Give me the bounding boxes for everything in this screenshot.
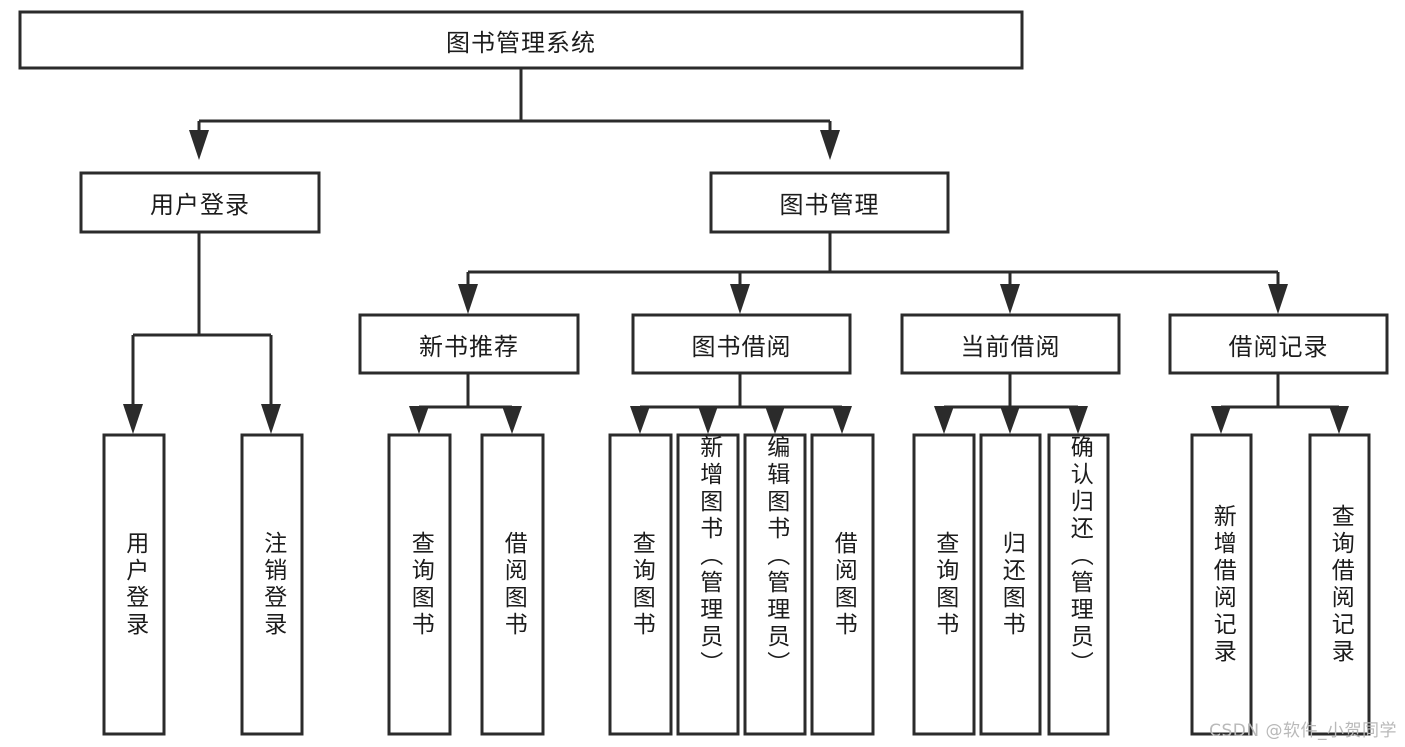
node-box-root[interactable] [18,10,1024,70]
node-box-leaf-add-record[interactable] [1190,433,1253,736]
arrowhead-leaf-confirm-return [1068,406,1088,434]
arrowhead-leaf-edit-book [765,406,785,434]
node-box-book-borrow[interactable] [631,313,852,375]
csdn-watermark: CSDN @软件_小贺同学 [1209,721,1397,741]
connector-group-book-management [458,232,1288,314]
connector-group-borrow-record [1211,373,1349,434]
node-box-book-management[interactable] [709,171,950,234]
arrowhead-borrow-record [1268,284,1288,314]
node-box-leaf-add-book[interactable] [676,433,740,736]
node-box-leaf-borrow-book-2[interactable] [810,433,875,736]
arrowhead-leaf-query-record [1329,406,1349,434]
arrowhead-current-borrow [1000,284,1020,314]
arrowhead-leaf-logout-login [261,404,281,434]
connector-group-book-borrow [630,373,852,434]
arrowhead-root-to-book-management [820,130,840,160]
arrowhead-new-book-recommend [458,284,478,314]
arrowhead-leaf-query-book-3 [934,406,954,434]
node-box-leaf-logout-login[interactable] [240,433,304,736]
node-box-leaf-borrow-book-1[interactable] [480,433,545,736]
node-box-borrow-record[interactable] [1168,313,1389,375]
node-box-user-login[interactable] [79,171,321,234]
connector-group-user-login [123,232,281,434]
node-box-leaf-query-book-2[interactable] [608,433,673,736]
node-box-leaf-query-book-1[interactable] [387,433,452,736]
node-box-current-borrow[interactable] [900,313,1121,375]
arrowhead-leaf-return-book [1000,406,1020,434]
node-box-leaf-return-book[interactable] [979,433,1042,736]
node-box-leaf-query-record[interactable] [1308,433,1371,736]
arrowhead-root-to-user-login [189,130,209,160]
node-box-leaf-user-login[interactable] [102,433,166,736]
node-box-leaf-query-book-3[interactable] [912,433,976,736]
arrowhead-leaf-add-record [1211,406,1231,434]
connector-group-root [189,68,840,160]
arrowhead-leaf-borrow-book-2 [832,406,852,434]
connector-group-current-borrow [934,373,1088,434]
connector-group-new-book-recommend [409,373,522,434]
node-box-new-book-recommend[interactable] [358,313,580,375]
arrowhead-leaf-query-book-1 [409,406,429,434]
node-box-leaf-confirm-return[interactable] [1047,433,1110,736]
arrowhead-leaf-borrow-book-1 [502,406,522,434]
arrowhead-book-borrow [730,284,750,314]
arrowhead-leaf-query-book-2 [630,406,650,434]
node-box-leaf-edit-book[interactable] [743,433,807,736]
arrowhead-leaf-user-login [123,404,143,434]
arrowhead-leaf-add-book [698,406,718,434]
